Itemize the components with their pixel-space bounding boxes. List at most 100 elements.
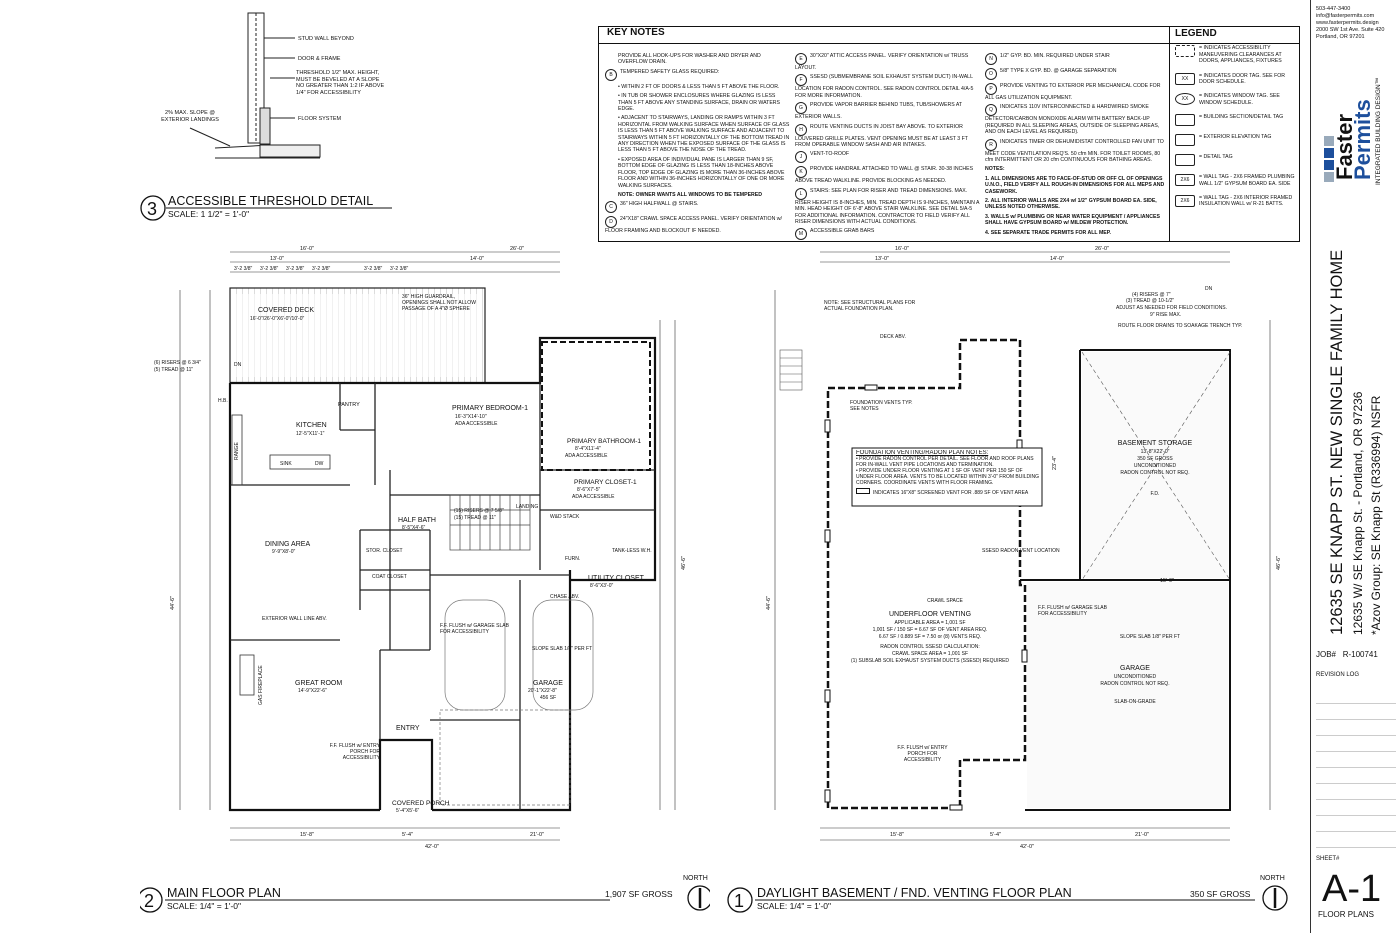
project-info: 12635 SE KNAPP ST. NEW SINGLE FAMILY HOM… <box>1328 250 1383 635</box>
key-note-text: VENT-TO-ROOF <box>810 151 850 158</box>
legend-text: = WALL TAG - 2X6 FRAMED PLUMBING WALL 1/… <box>1199 174 1295 187</box>
b-garage: GARAGE <box>1120 665 1150 672</box>
key-note-text: INDICATES 110V INTERCONNECTED & HARDWIRE… <box>985 104 1160 136</box>
note-ff-entry: F.F. FLUSH w/ ENTRY PORCH FOR ACCESSIBIL… <box>329 743 380 761</box>
threshold-detail: STUD WALL BEYOND DOOR & FRAME THRESHOLD … <box>140 12 392 221</box>
room-utility-dim: 8'-6"X3'-0" <box>590 583 613 589</box>
basement-floor-plan: 16'-0" 26'-0" 13'-0" 14'-0" 15'-8" 5'-4"… <box>727 246 1288 913</box>
key-note-text: 5/8" TYPE X GYP. BD. @ GARAGE SEPARATION <box>1000 68 1117 74</box>
legend-symbol-icon: XX <box>1175 93 1195 106</box>
contact-address-1: 2000 SW 1st Ave. Suite 420 <box>1316 27 1385 33</box>
dim-seg-1: 3'-2 3/8" <box>234 266 253 272</box>
contact-email[interactable]: info@fasterpermits.com <box>1316 13 1375 19</box>
legend-text: = WALL TAG - 2X6 INTERIOR FRAMED INSULAT… <box>1199 195 1293 208</box>
key-note-text: ACCESSIBLE GRAB BARS <box>810 228 875 235</box>
label-risers: (15) RISERS @ 7 5/8" <box>454 508 504 514</box>
contact-web[interactable]: www.fasterpermits.design <box>1316 20 1379 26</box>
room-bathroom-dim: 8'-4"X11'-4" <box>575 446 601 452</box>
dim-bot-total: 42'-0" <box>425 844 439 850</box>
title-block <box>1310 0 1400 933</box>
key-note-text: INDICATES TIMER OR DEHUMIDISTAT CONTROLL… <box>985 138 1164 164</box>
key-marker-icon: D <box>605 216 617 229</box>
dim-seg-6: 3'-2 3/8" <box>390 266 409 272</box>
b-dim-top-1: 16'-0" <box>895 246 909 252</box>
key-notes-col-1: PROVIDE ALL HOOK-UPS FOR WASHER AND DRYE… <box>605 53 790 238</box>
b-dim-bot-1: 15'-8" <box>890 832 904 838</box>
contact-phone: 503-447-3400 <box>1316 6 1351 12</box>
detail-label-3: THRESHOLD 1/2" MAX. HEIGHT, MUST BE BEVE… <box>296 70 385 96</box>
label-range: RANGE <box>234 442 240 460</box>
key-note-text: SSESD (SUBMEMBRANE SOIL EXHAUST SYSTEM D… <box>795 74 974 99</box>
key-note-text: NOTE: OWNER WANTS ALL WINDOWS TO BE TEMP… <box>618 191 762 198</box>
main-floor-plan: 16'-0" 26'-0" 13'-0" 14'-0" 3'-2 3/8" 3'… <box>140 246 710 913</box>
b-dim-bot-3: 21'-0" <box>1135 832 1149 838</box>
project-address: 12635 W/ SE Knapp St. - Portland, OR 972… <box>1351 391 1365 635</box>
job-value: R-100741 <box>1342 650 1378 659</box>
label-coat-closet: COAT CLOSET <box>372 574 407 580</box>
legend-symbol-icon: 2X6 <box>1175 195 1195 208</box>
b-garage-radon: RADON CONTROL NOT REQ. <box>1100 681 1169 687</box>
b-risers: (4) RISERS @ 7" <box>1132 292 1171 298</box>
b-deck-abv: DECK ABV. <box>880 334 906 340</box>
b-fvr-1: • PROVIDE RADON CONTROL PER DETAIL. SEE … <box>856 456 1034 468</box>
plan1-gross: 350 SF GROSS <box>1190 889 1251 899</box>
legend-item: = EXTERIOR ELEVATION TAG <box>1175 134 1295 147</box>
room-deck-dim: 16'-0"/26'-0"X6'-0"/10'-0" <box>250 316 305 322</box>
dim-top-3: 13'-0" <box>270 256 284 262</box>
b-rise: 9" RISE MAX. <box>1150 312 1181 318</box>
b-dim-bot-total: 42'-0" <box>1020 844 1034 850</box>
key-marker-icon: N <box>985 53 997 65</box>
key-note-text: • WITHIN 2 FT OF DOORS & LESS THAN 5 FT … <box>618 83 780 90</box>
plan1-scale: SCALE: 1/4" = 1'-0" <box>757 901 831 911</box>
b-uv-2: 1,001 SF / 150 SF = 6.67 SF OF VENT AREA… <box>873 627 988 633</box>
dim-seg-2: 3'-2 3/8" <box>260 266 279 272</box>
plan1-number: 1 <box>734 891 744 911</box>
plan2-title: MAIN FLOOR PLAN <box>167 886 281 900</box>
legend-symbol-icon: XX <box>1175 72 1195 85</box>
general-note-2: 2. ALL INTERIOR WALLS ARE 2X4 w/ 1/2" GY… <box>985 198 1157 211</box>
room-deck: COVERED DECK <box>258 307 314 314</box>
room-bathroom-ada: ADA ACCESSIBLE <box>565 453 608 459</box>
legend-panel: LEGEND = INDICATES ACCESSIBILITY MANEUVE… <box>1175 28 1295 216</box>
key-note-text: PROVIDE VAPOR BARRIER BEHIND TUBS, TUB/S… <box>795 102 963 121</box>
b-adjust: ADJUST AS NEEDED FOR FIELD CONDITIONS. <box>1116 305 1227 311</box>
b-dim-right-total: 46'-6" <box>1276 556 1282 570</box>
deck-risers: (6) RISERS @ 6 3/4" <box>154 360 201 366</box>
room-porch: COVERED PORCH <box>392 800 450 807</box>
note-ff-garage: F.F. FLUSH w/ GARAGE SLAB FOR ACCESSIBIL… <box>440 623 509 635</box>
label-hb: H.B. <box>218 398 228 404</box>
general-note-4: 4. SEE SEPARATE TRADE PERMITS FOR ALL ME… <box>985 229 1111 236</box>
b-rc-2: (1) SUBSLAB SOIL EXHAUST SYSTEM DUCTS (S… <box>851 658 1009 664</box>
detail-title: ACCESSIBLE THRESHOLD DETAIL <box>168 194 373 208</box>
room-closet-ada: ADA ACCESSIBLE <box>572 494 615 500</box>
plan2-number: 2 <box>144 891 154 911</box>
dim-top-1: 16'-0" <box>300 246 314 252</box>
key-notes-panel: KEY NOTES PROVIDE ALL HOOK-UPS FOR WASHE… <box>598 26 1300 242</box>
plan2-gross: 1,907 SF GROSS <box>605 889 673 899</box>
room-kitchen: KITCHEN <box>296 422 327 429</box>
label-sink: SINK <box>280 461 292 467</box>
b-storage-dim: 13'-8"X22'-0" <box>1141 449 1170 455</box>
notes-title: NOTES: <box>985 166 1005 173</box>
logo-line-2: Permits <box>1350 99 1375 180</box>
b-dim-bot-2: 5'-4" <box>990 832 1001 838</box>
key-note-text: PROVIDE HANDRAIL ATTACHED TO WALL @ STAI… <box>795 166 974 185</box>
key-marker-icon: K <box>795 166 807 179</box>
room-garage: GARAGE <box>533 680 563 687</box>
key-marker-icon: L <box>795 187 807 200</box>
plan2-scale: SCALE: 1/4" = 1'-0" <box>167 901 241 911</box>
b-treads: (3) TREAD @ 10-1/2" <box>1126 298 1174 304</box>
key-marker-icon: R <box>985 138 997 151</box>
sheet-number: A-1 <box>1322 868 1382 910</box>
b-dn: DN <box>1205 286 1213 292</box>
room-bedroom-dim: 16'-3"X14'-10" <box>455 414 487 420</box>
legend-item: XX= INDICATES DOOR TAG. SEE FOR DOOR SCH… <box>1175 72 1295 86</box>
dim-bot-1: 15'-8" <box>300 832 314 838</box>
b-storage-sf: 350 SF GROSS <box>1137 456 1173 462</box>
